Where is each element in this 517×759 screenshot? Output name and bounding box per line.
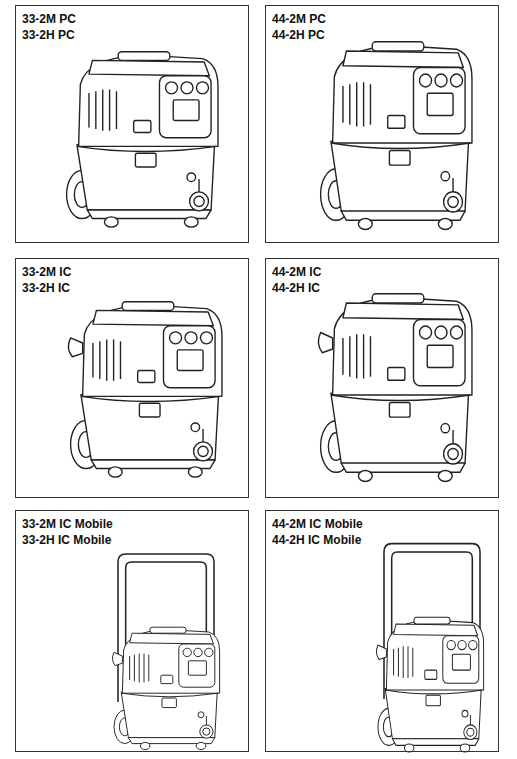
model-name: 44-2H PC <box>266 27 498 43</box>
model-name: 33-2M IC <box>16 264 248 280</box>
model-panel: 44-2M IC44-2H IC <box>265 258 499 498</box>
model-name: 33-2M IC Mobile <box>16 516 248 532</box>
model-name: 33-2H PC <box>16 27 248 43</box>
model-name: 33-2H IC Mobile <box>16 532 248 548</box>
model-name: 33-2M PC <box>16 11 248 27</box>
model-panel: 33-2M IC Mobile33-2H IC Mobile <box>15 510 249 752</box>
model-name: 44-2M IC Mobile <box>266 516 498 532</box>
model-name: 33-2H IC <box>16 280 248 296</box>
vacuum-ic-44 <box>318 294 472 482</box>
model-panel: 33-2M PC33-2H PC <box>15 5 249 243</box>
model-panel: 33-2M IC33-2H IC <box>15 258 249 498</box>
model-name: 44-2H IC <box>266 280 498 296</box>
model-name: 44-2M IC <box>266 264 498 280</box>
vacuum-pc-33 <box>67 52 218 227</box>
vacuum-mobile-44 <box>376 544 483 752</box>
vacuum-mobile-33 <box>112 554 219 750</box>
model-name: 44-2H IC Mobile <box>266 532 498 548</box>
model-name: 44-2M PC <box>266 11 498 27</box>
vacuum-pc-44 <box>321 42 472 230</box>
model-panel: 44-2M PC44-2H PC <box>265 5 499 243</box>
model-panel: 44-2M IC Mobile44-2H IC Mobile <box>265 510 499 752</box>
vacuum-ic-33 <box>68 302 222 477</box>
